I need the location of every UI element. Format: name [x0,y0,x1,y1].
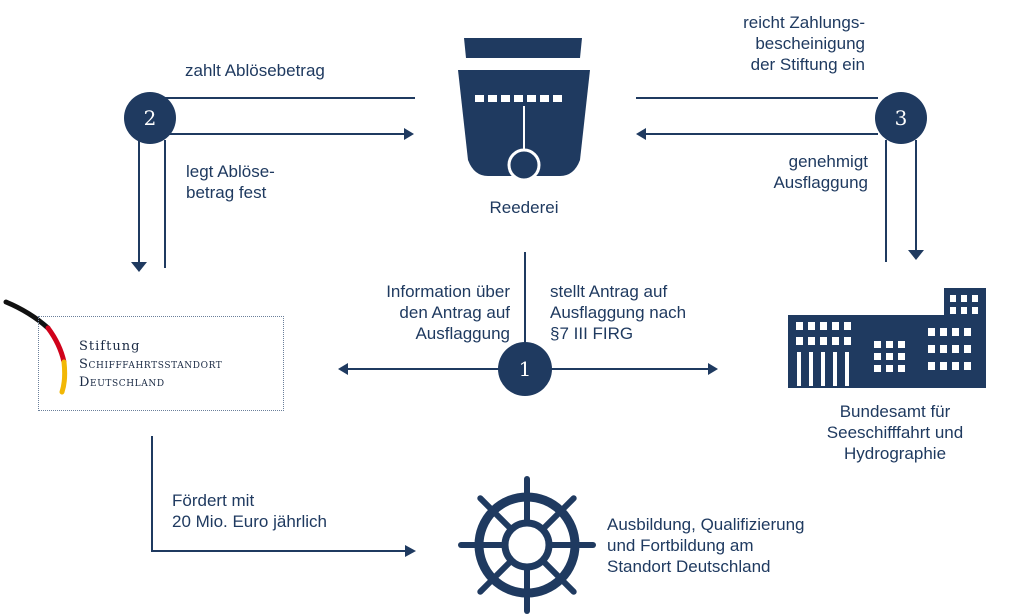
step-number-1: 1 [519,357,532,381]
stiftung-logo-line2: Schifffahrtsstandort [79,357,223,372]
office-building-icon [788,288,986,388]
label-reederei: Reederei [489,198,559,217]
label-foerdert: Fördert mit 20 Mio. Euro jährlich [172,491,327,531]
step-number-2: 2 [144,106,157,130]
ship-bow-icon [458,38,590,182]
step-circle-3: 3 [875,92,927,144]
arrowheads [131,128,924,557]
arrow-to-ausbildung [405,545,416,557]
label-zahlt: zahlt Ablösebetrag [185,61,325,80]
label-reicht: reicht Zahlungs- bescheinigung der Stift… [743,13,865,74]
arrow-to-stiftung-info [338,363,348,375]
arrow-to-bsh-antrag [708,363,718,375]
stiftung-logo-line1: Stiftung [79,339,141,354]
german-flag-swoosh [3,299,68,395]
label-ausbildung: Ausbildung, Qualifizierung und Fortbildu… [607,515,805,576]
stiftung-logo: Stiftung Schifffahrtsstandort Deutschlan… [38,316,284,411]
label-legt: legt Ablöse- betrag fest [186,162,275,202]
step-circle-1: 1 [498,342,552,396]
step-number-3: 3 [895,106,908,130]
foerdert-line [151,436,407,552]
step-circle-2: 2 [124,92,176,144]
label-information: Information über den Antrag auf Ausflagg… [386,282,510,343]
label-genehmigt: genehmigt Ausflaggung [773,152,868,192]
label-stellt: stellt Antrag auf Ausflaggung nach §7 II… [550,282,687,343]
arrow-to-reederei-left [404,128,414,140]
arrow-to-stiftung [131,262,147,272]
ship-wheel-icon [458,476,596,614]
arrow-to-bsh [908,250,924,260]
connectors [138,97,917,552]
label-bsh: Bundesamt für Seeschifffahrt und Hydrogr… [826,402,964,463]
stiftung-logo-line3: Deutschland [79,375,165,390]
arrow-to-reederei-right [636,128,646,140]
